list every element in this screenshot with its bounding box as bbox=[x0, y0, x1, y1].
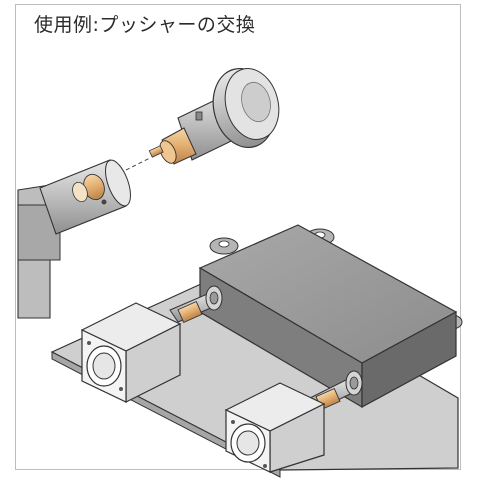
assembly-guide-line bbox=[125, 157, 151, 171]
detail-cylinder-body bbox=[17, 159, 131, 319]
upper-pusher-tip bbox=[177, 300, 203, 324]
old-pusher-in-rod bbox=[72, 173, 107, 205]
replacement-pusher bbox=[148, 67, 280, 165]
upper-air-cylinder bbox=[80, 302, 182, 403]
brass-pusher-tip bbox=[148, 127, 197, 165]
upper-piston-rod bbox=[169, 285, 223, 324]
workpiece-block bbox=[198, 224, 463, 409]
lower-air-cylinder bbox=[224, 382, 326, 473]
figure-title: 使用例:プッシャーの交換 bbox=[34, 14, 256, 36]
